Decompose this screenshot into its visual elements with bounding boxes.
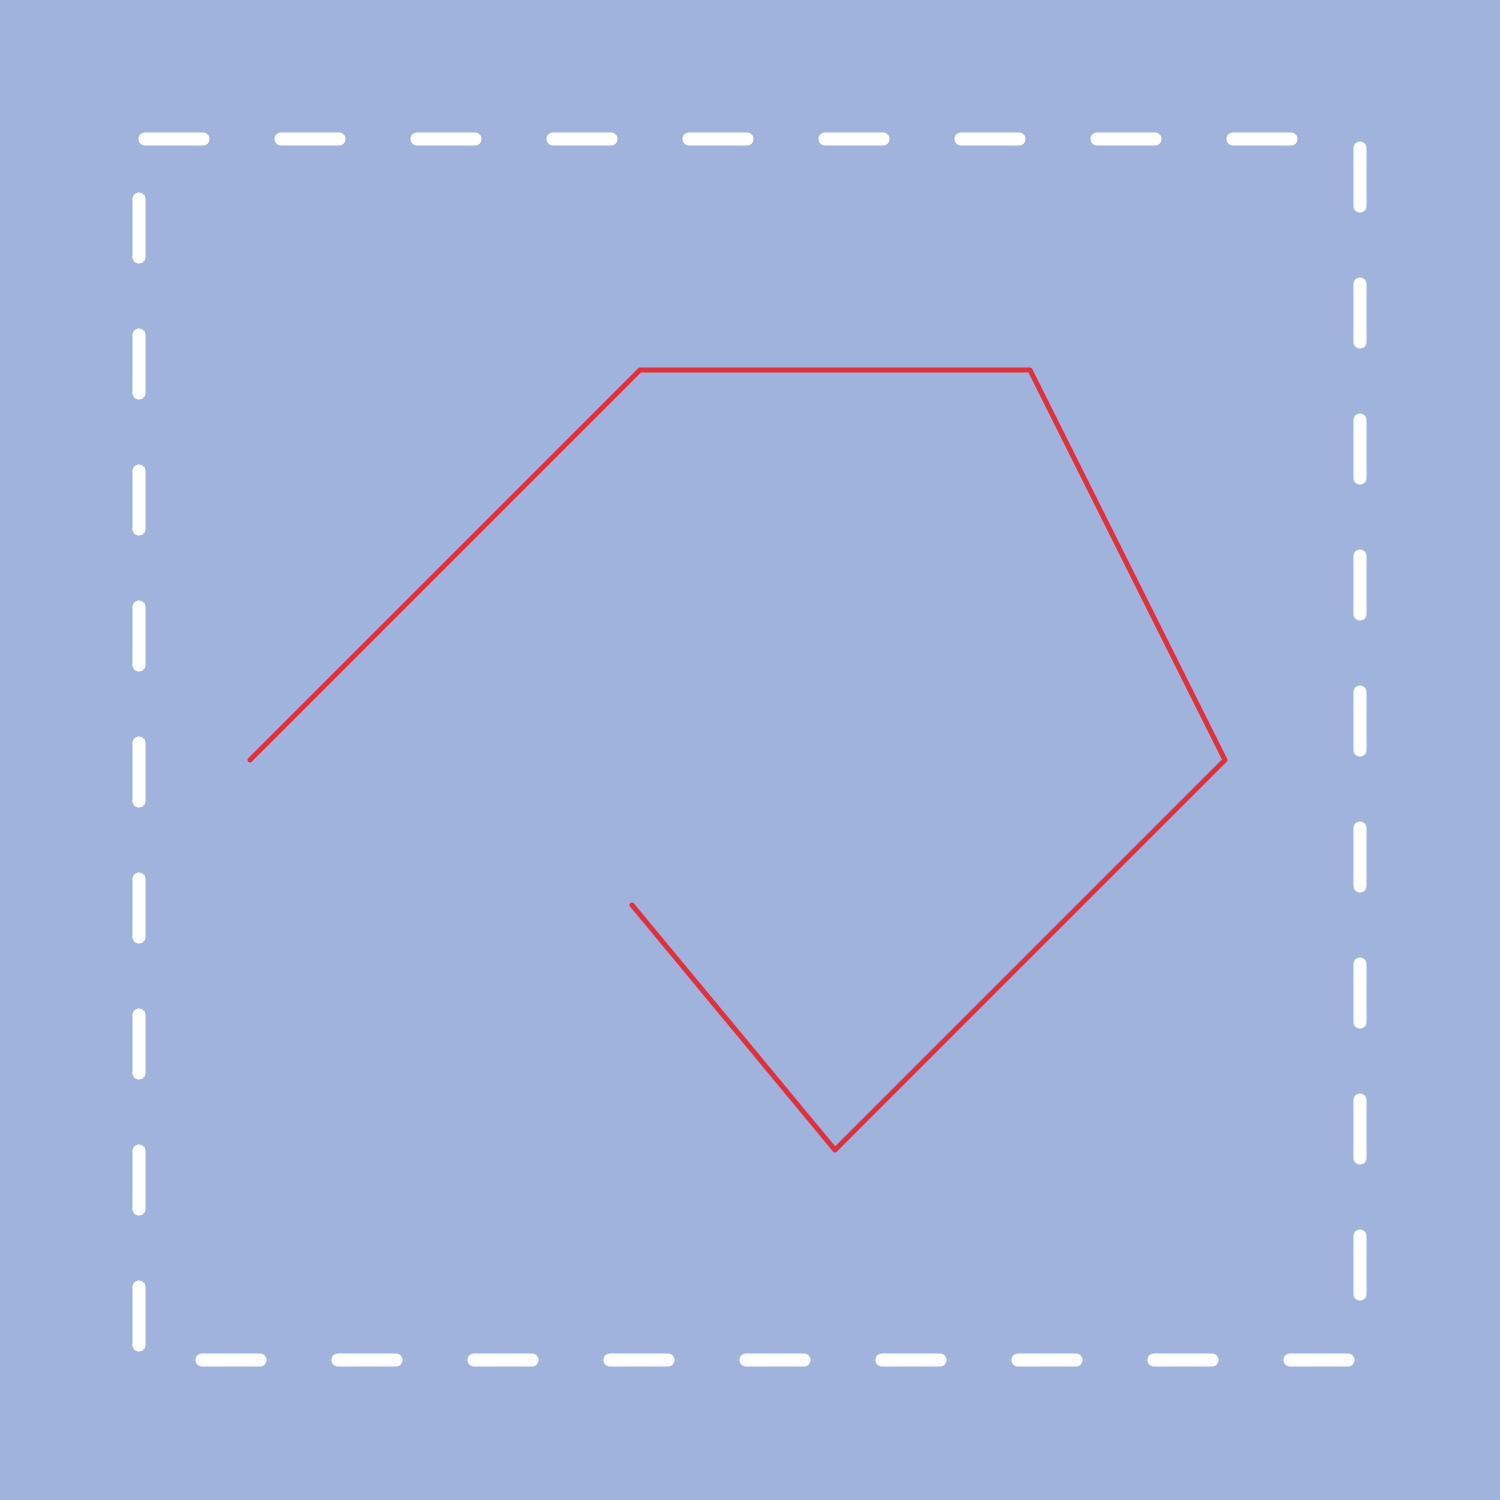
- open-polyline-path: [247, 367, 1228, 1153]
- dashed-frame: [132, 132, 1367, 1367]
